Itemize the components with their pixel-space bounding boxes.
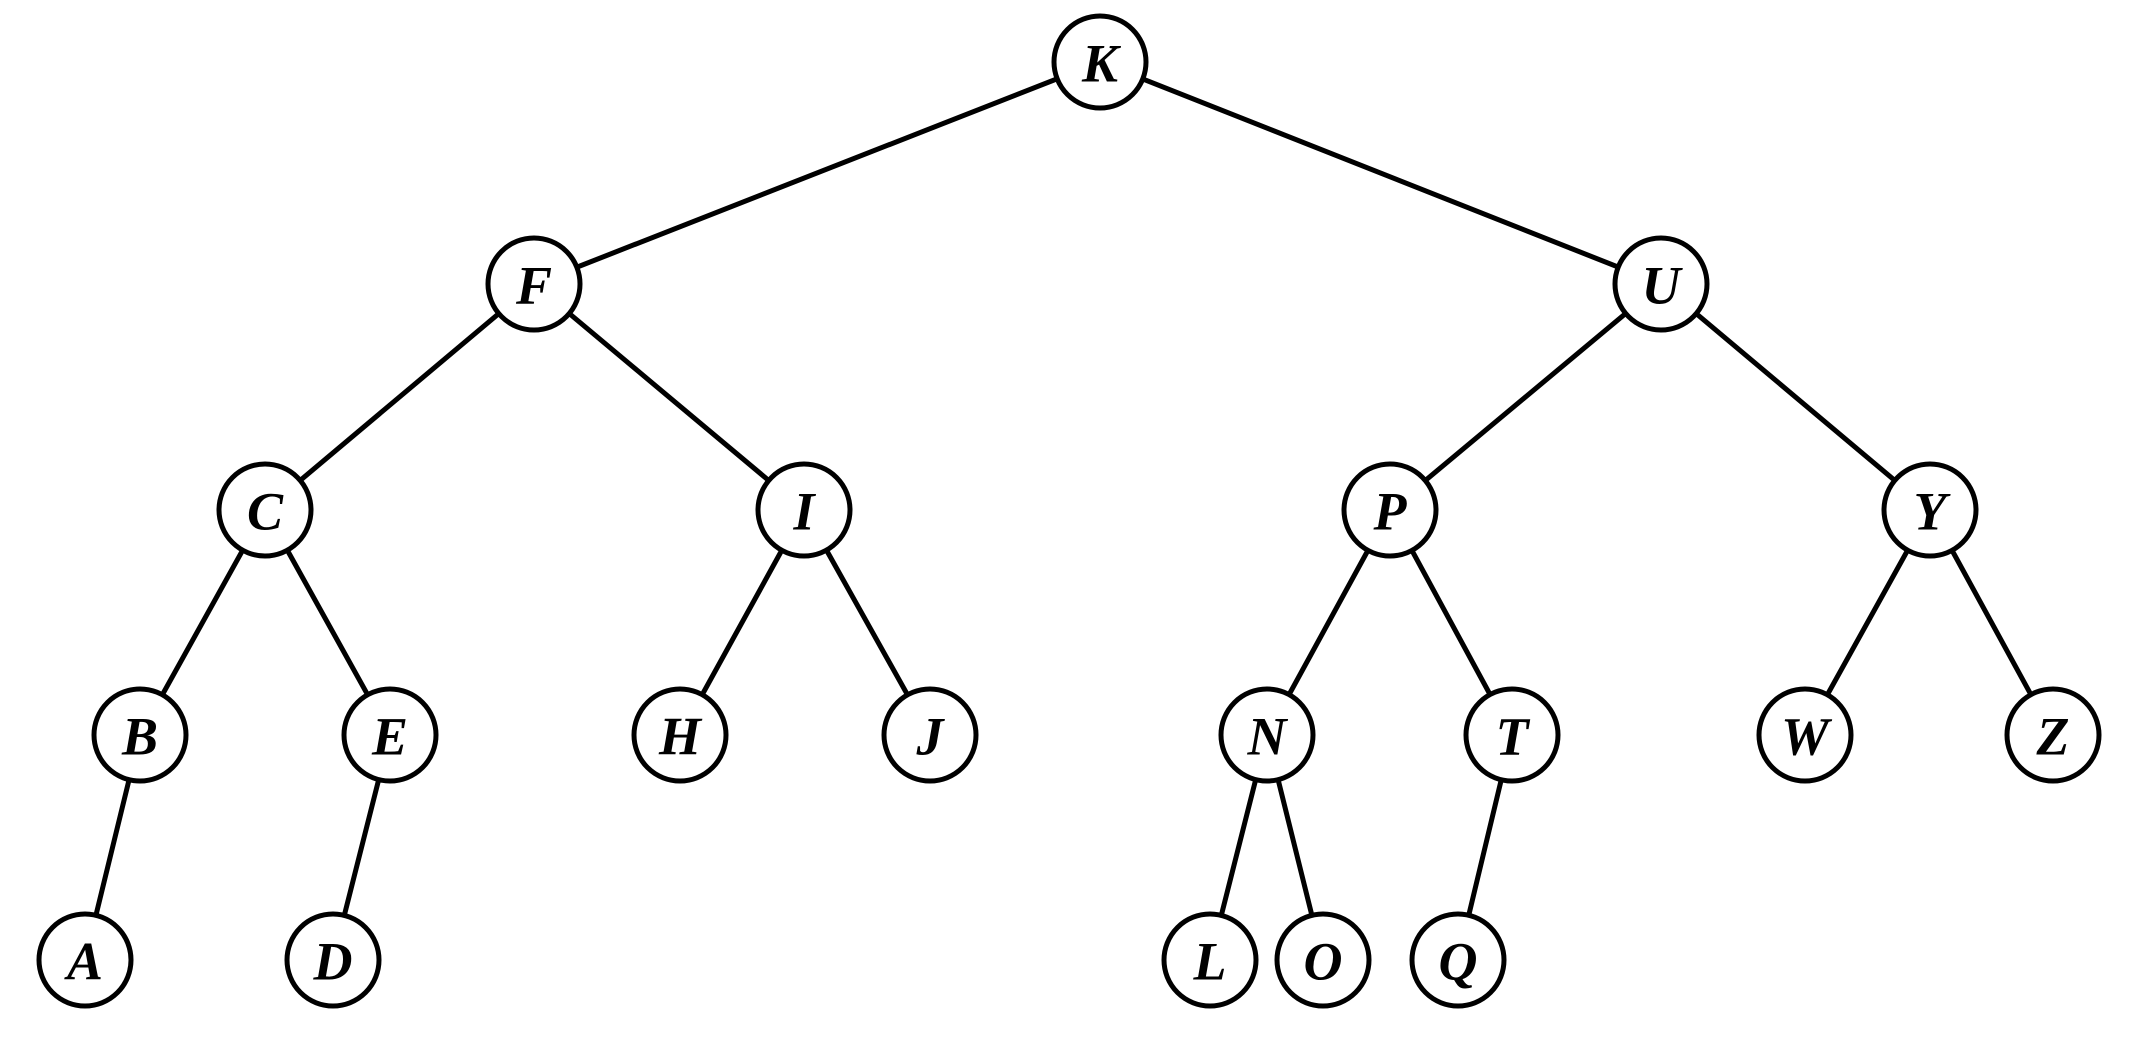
tree-node-label-Y: Y	[1914, 481, 1952, 541]
tree-node-circle-Q	[1409, 911, 1507, 1009]
tree-node-E: E	[341, 686, 439, 784]
tree-node-circle-C	[216, 461, 314, 559]
tree-node-N: N	[1218, 686, 1316, 784]
tree-node-label-H: H	[658, 706, 703, 766]
tree-node-Z: Z	[2004, 686, 2102, 784]
tree-node-circle-D	[284, 911, 382, 1009]
tree-node-label-C: C	[247, 481, 284, 541]
tree-node-A: A	[36, 911, 134, 1009]
tree-node-circle-H	[631, 686, 729, 784]
tree-edge-U-Y	[1658, 281, 1933, 513]
tree-node-label-K: K	[1081, 33, 1122, 93]
tree-node-L: L	[1161, 911, 1259, 1009]
tree-node-circle-I	[755, 461, 853, 559]
tree-node-label-P: P	[1373, 481, 1408, 541]
tree-node-circle-F	[485, 235, 583, 333]
tree-node-circle-Y	[1881, 461, 1979, 559]
tree-node-U: U	[1612, 235, 1710, 333]
tree-node-circle-B	[91, 686, 189, 784]
tree-node-circle-K	[1051, 13, 1149, 111]
tree-node-label-T: T	[1496, 706, 1531, 766]
tree-node-label-J: J	[916, 706, 946, 766]
tree-node-Y: Y	[1881, 461, 1979, 559]
tree-node-label-W: W	[1781, 706, 1833, 766]
tree-edge-K-U	[1097, 59, 1664, 287]
tree-node-W: W	[1756, 686, 1854, 784]
tree-node-label-Z: Z	[2036, 706, 2070, 766]
tree-node-K: K	[1051, 13, 1149, 111]
tree-node-circle-L	[1161, 911, 1259, 1009]
tree-edge-F-C	[262, 281, 537, 513]
tree-node-P: P	[1341, 461, 1439, 559]
tree-node-O: O	[1274, 911, 1372, 1009]
tree-node-H: H	[631, 686, 729, 784]
tree-node-B: B	[91, 686, 189, 784]
tree-edge-U-P	[1387, 281, 1664, 513]
tree-node-circle-O	[1274, 911, 1372, 1009]
tree-node-label-A: A	[64, 931, 103, 991]
tree-node-label-L: L	[1193, 931, 1227, 991]
tree-node-circle-T	[1463, 686, 1561, 784]
tree-node-C: C	[216, 461, 314, 559]
tree-node-label-F: F	[515, 255, 552, 315]
tree-node-I: I	[755, 461, 853, 559]
tree-node-T: T	[1463, 686, 1561, 784]
tree-node-circle-W	[1756, 686, 1854, 784]
tree-node-label-I: I	[792, 481, 816, 541]
tree-node-label-E: E	[371, 706, 408, 766]
tree-node-circle-U	[1612, 235, 1710, 333]
tree-node-D: D	[284, 911, 382, 1009]
tree-node-circle-N	[1218, 686, 1316, 784]
tree-node-circle-Z	[2004, 686, 2102, 784]
tree-node-J: J	[881, 686, 979, 784]
tree-node-label-Q: Q	[1439, 931, 1478, 991]
tree-edge-F-I	[531, 281, 807, 513]
tree-node-label-U: U	[1642, 255, 1684, 315]
tree-node-circle-E	[341, 686, 439, 784]
tree-edge-K-F	[531, 59, 1103, 287]
tree-node-label-O: O	[1304, 931, 1343, 991]
tree-node-label-B: B	[121, 706, 158, 766]
tree-node-circle-P	[1341, 461, 1439, 559]
tree-node-label-N: N	[1247, 706, 1289, 766]
tree-node-Q: Q	[1409, 911, 1507, 1009]
tree-node-F: F	[485, 235, 583, 333]
tree-node-label-D: D	[313, 931, 353, 991]
tree-node-circle-J	[881, 686, 979, 784]
tree-node-circle-A	[36, 911, 134, 1009]
